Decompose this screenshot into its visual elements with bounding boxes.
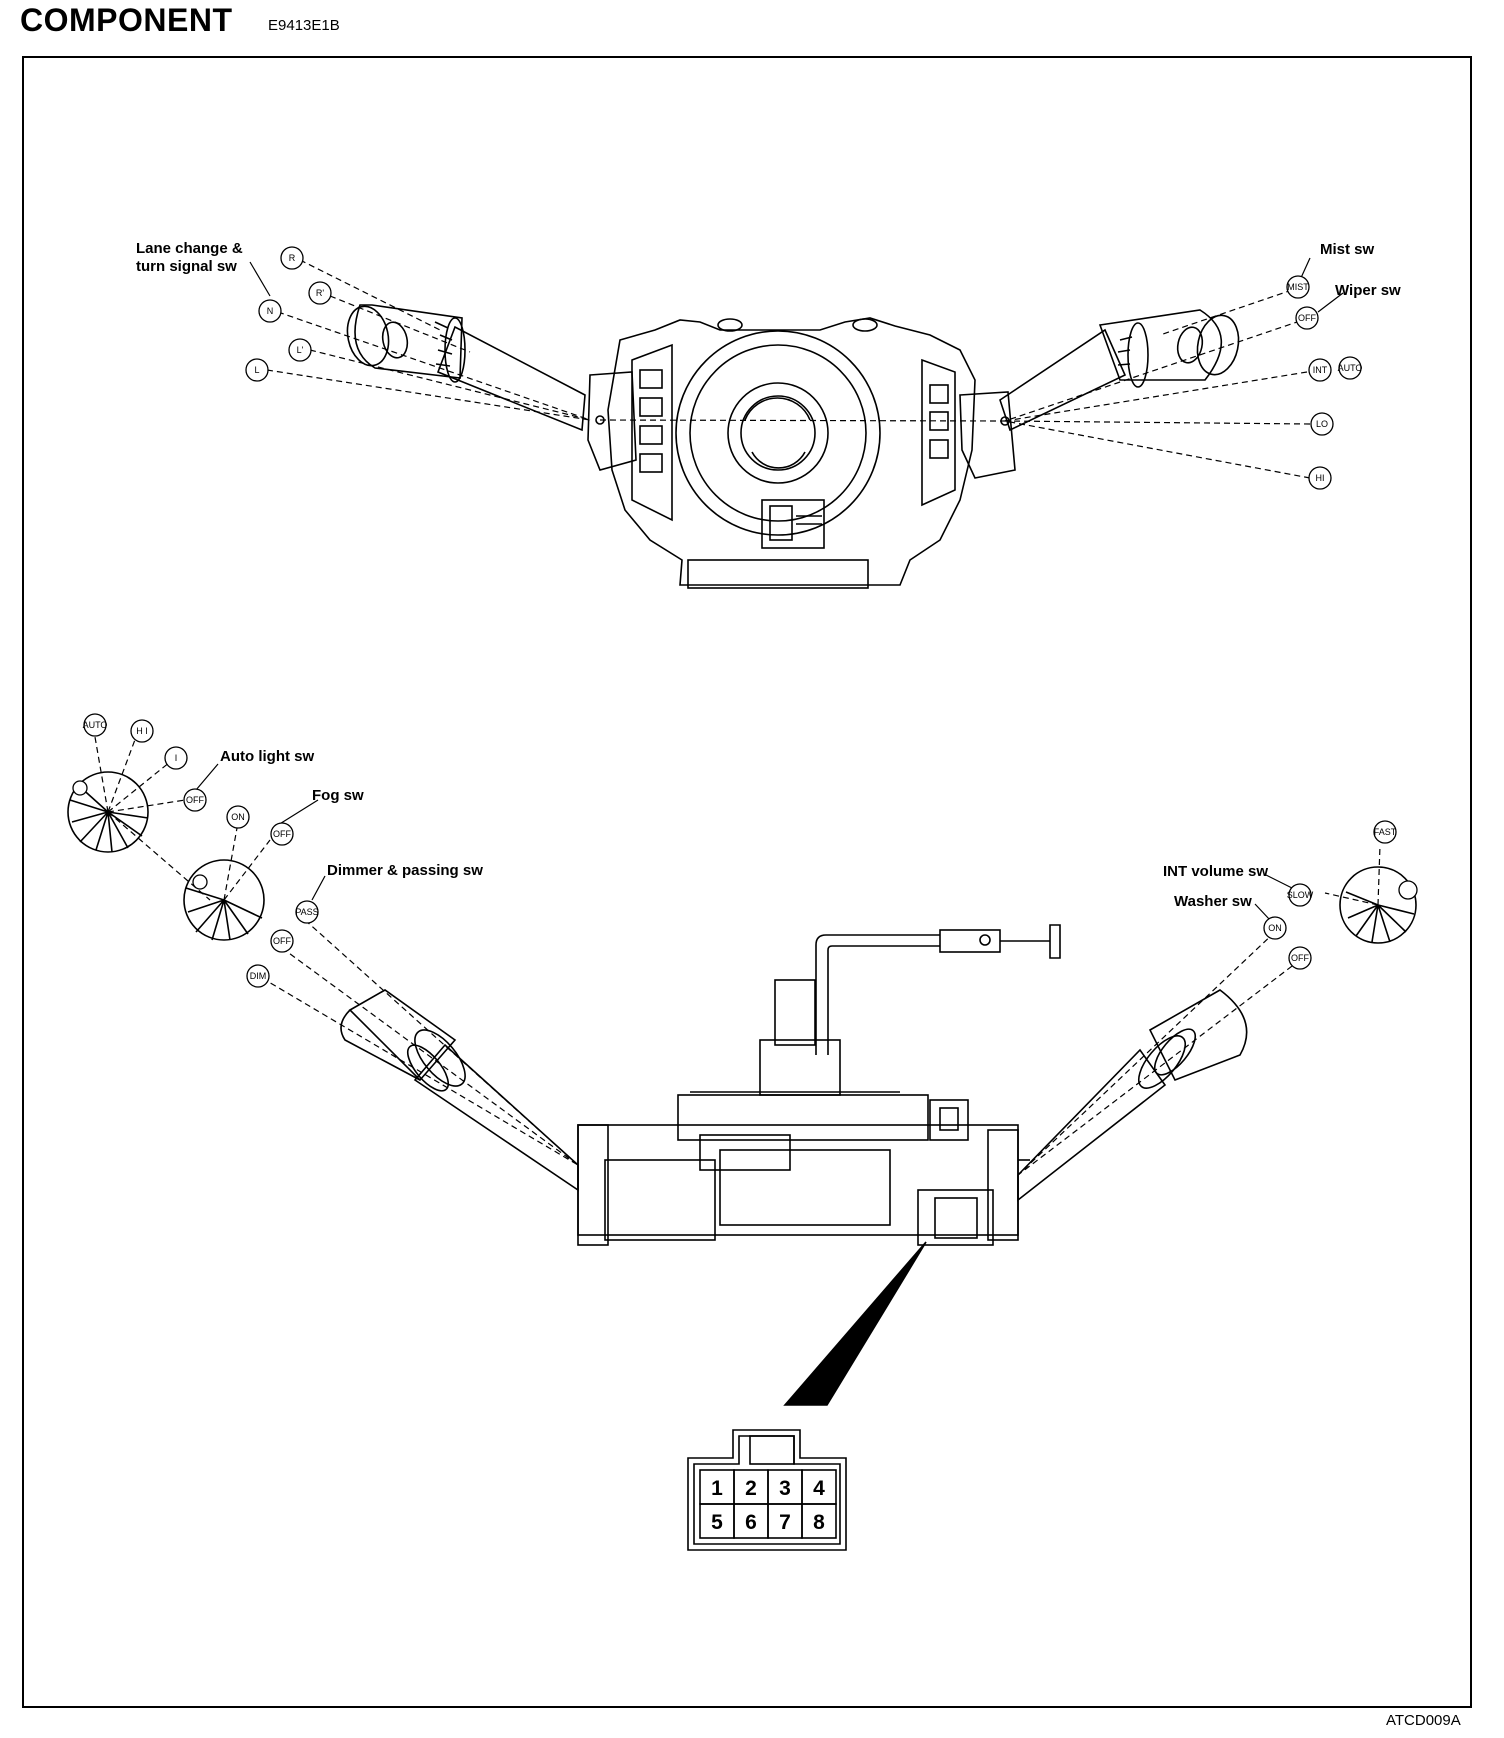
pos-l-prime: L' <box>297 345 304 355</box>
document-code: E9413E1B <box>268 17 340 34</box>
pos-auto-light-off: OFF <box>186 795 204 805</box>
top-switch-body <box>607 317 976 589</box>
fog-knob <box>183 859 265 941</box>
pos-fog-off: OFF <box>273 829 291 839</box>
connector-pin: 2 <box>745 1477 757 1500</box>
figure-frame <box>22 56 1472 1708</box>
top-callout-arrows <box>249 257 1344 313</box>
mist-sw-label: Mist sw <box>1320 241 1375 258</box>
pos-hi-light: H I <box>136 726 148 736</box>
pos-n: N <box>267 306 274 316</box>
pos-l: L <box>254 365 259 375</box>
pos-auto-wiper: AUTO <box>1338 363 1363 373</box>
top-right-switch-block <box>959 391 1016 479</box>
pos-wiper-off: OFF <box>1298 313 1316 323</box>
position-badges <box>72 246 1418 988</box>
top-connector <box>761 499 825 549</box>
figure-id: ATCD009A <box>1386 1712 1461 1729</box>
connector-pin: 8 <box>813 1511 825 1534</box>
auto-light-sw-label: Auto light sw <box>220 748 314 765</box>
pos-washer-off: OFF <box>1291 953 1309 963</box>
dimmer-passing-sw-label: Dimmer & passing sw <box>327 862 483 879</box>
pos-slow: SLOW <box>1287 890 1314 900</box>
pos-i: I <box>175 753 178 763</box>
top-leader-lines <box>266 259 1311 479</box>
connector-pin: 3 <box>779 1477 791 1500</box>
pos-int: INT <box>1313 365 1328 375</box>
lane-change-label-line2: turn signal sw <box>136 258 237 275</box>
bottom-leader-lines <box>94 736 1381 1176</box>
pos-auto-light: AUTO <box>83 720 108 730</box>
bottom-switch-body <box>577 924 1061 1246</box>
connector-pin: 5 <box>711 1511 723 1534</box>
pos-dim: DIM <box>250 971 267 981</box>
connector-pin: 6 <box>745 1511 757 1534</box>
pos-pass: PASS <box>295 907 318 917</box>
pos-fast: FAST <box>1374 827 1397 837</box>
connector-pin-grid <box>699 1469 837 1539</box>
connector-pin: 4 <box>813 1477 825 1500</box>
int-volume-knob <box>1339 866 1417 944</box>
connector-pin: 7 <box>779 1511 791 1534</box>
page-title: COMPONENT <box>20 2 233 38</box>
wiper-sw-label: Wiper sw <box>1335 282 1401 299</box>
pos-lo: LO <box>1316 419 1328 429</box>
bottom-callout-arrows <box>195 763 1293 921</box>
connector-callout-wedge <box>783 1241 927 1406</box>
fog-sw-label: Fog sw <box>312 787 364 804</box>
lane-change-label-line1: Lane change & <box>136 240 243 257</box>
connector-pin: 1 <box>711 1477 723 1500</box>
pos-fog-on: ON <box>231 812 245 822</box>
right-lever-top <box>999 309 1240 432</box>
pos-hi: HI <box>1316 473 1325 483</box>
pos-r: R <box>289 253 296 263</box>
int-volume-sw-label: INT volume sw <box>1163 863 1268 880</box>
clock-spring <box>675 330 881 536</box>
pos-r-prime: R' <box>316 288 324 298</box>
pos-washer-on: ON <box>1268 923 1282 933</box>
pos-mist: MIST <box>1287 282 1309 292</box>
connector-face <box>687 1429 847 1551</box>
left-lever-bottom <box>340 989 579 1192</box>
pos-dimmer-off: OFF <box>273 936 291 946</box>
auto-light-knob <box>67 771 149 853</box>
left-lever-top <box>346 304 586 432</box>
right-lever-bottom <box>1017 989 1248 1202</box>
washer-sw-label: Washer sw <box>1174 893 1252 910</box>
